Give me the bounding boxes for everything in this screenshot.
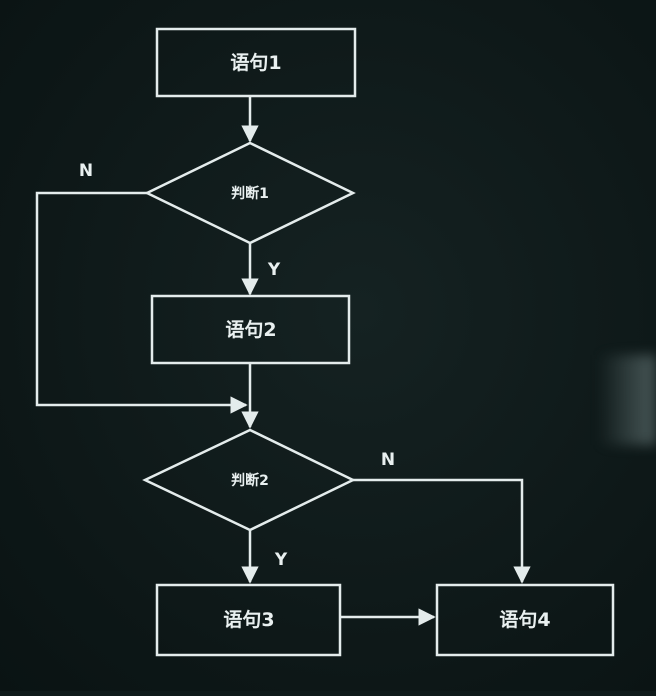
stmt4-box [435, 583, 615, 657]
decision2-no-label: N [381, 450, 395, 470]
decision1-no-label: N [79, 161, 93, 181]
node-stmt2: 语句2 [150, 294, 351, 365]
stmt3-label: 语句3 [223, 608, 274, 631]
edge-decision1-no [35, 191, 248, 414]
stmt2-label: 语句2 [225, 318, 276, 341]
stmt3-box [155, 583, 342, 657]
stmt4-label: 语句4 [499, 608, 550, 631]
edge-decision2-no [353, 478, 531, 584]
node-decision1: 判断1 [144, 141, 356, 245]
decision1-yes-label: Y [267, 260, 281, 280]
decision2-yes-label: Y [274, 550, 288, 570]
decision2-label: 判断2 [231, 472, 269, 489]
decision1-label: 判断1 [231, 185, 269, 202]
node-stmt3: 语句3 [155, 583, 342, 657]
screen-glare [598, 355, 656, 445]
node-stmt1: 语句1 [155, 27, 357, 98]
node-stmt4: 语句4 [435, 583, 615, 657]
node-decision2: 判断2 [142, 428, 356, 532]
stmt1-box [155, 27, 357, 98]
stmt1-label: 语句1 [230, 51, 281, 74]
